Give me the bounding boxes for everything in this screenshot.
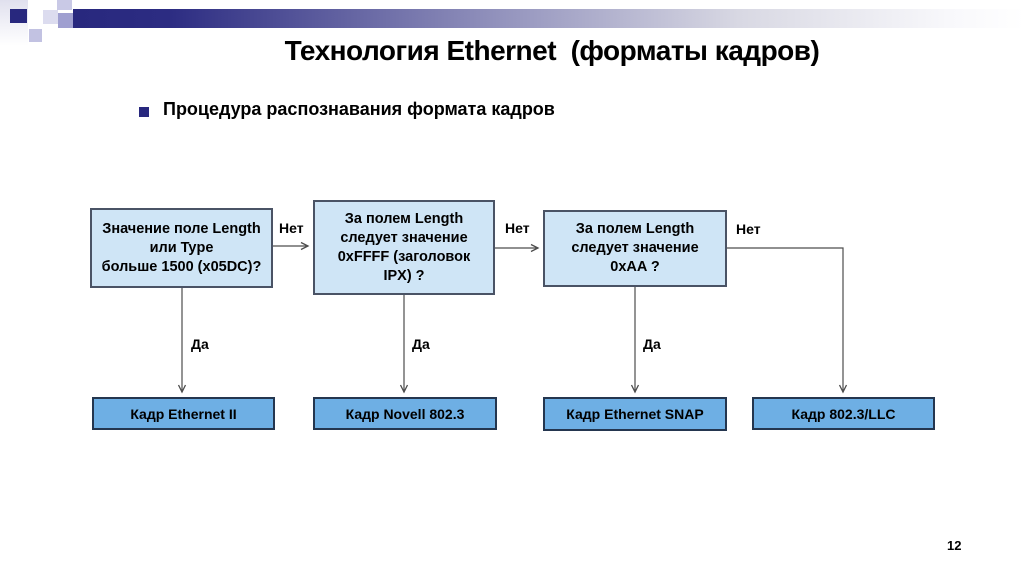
slide-title: Технология Ethernet (форматы кадров) (284, 35, 820, 66)
edge-label-no: Нет (279, 220, 304, 236)
decision-box-0xffff: За полем Length следует значение 0xFFFF … (313, 200, 495, 295)
decor-square-icon (58, 13, 73, 28)
decor-square-icon (10, 9, 27, 23)
decor-square-icon (29, 29, 42, 42)
result-box-ethernet-snap: Кадр Ethernet SNAP (543, 397, 727, 431)
edge-label-yes: Да (412, 336, 430, 352)
decision-box-0xaa: За полем Length следует значение 0xAA ? (543, 210, 727, 287)
bullet-item: Процедура распознавания формата кадров (139, 99, 555, 120)
decision-box-length-type: Значение поле Length или Type больше 150… (90, 208, 273, 288)
decor-square-icon (43, 10, 58, 24)
result-box-ethernet-ii: Кадр Ethernet II (92, 397, 275, 430)
edge-label-yes: Да (191, 336, 209, 352)
edge-label-no: Нет (736, 221, 761, 237)
decor-square-icon (57, 0, 72, 10)
bullet-text: Процедура распознавания формата кадров (163, 99, 555, 119)
decor-gradient-strip (0, 0, 28, 46)
edge-no-3 (727, 247, 848, 394)
edge-label-no: Нет (505, 220, 530, 236)
result-box-novell-8023: Кадр Novell 802.3 (313, 397, 497, 430)
result-box-8023-llc: Кадр 802.3/LLC (752, 397, 935, 430)
edge-label-yes: Да (643, 336, 661, 352)
header-gradient-bar (73, 9, 1024, 28)
page-number: 12 (947, 538, 962, 553)
bullet-square-icon (139, 107, 149, 117)
